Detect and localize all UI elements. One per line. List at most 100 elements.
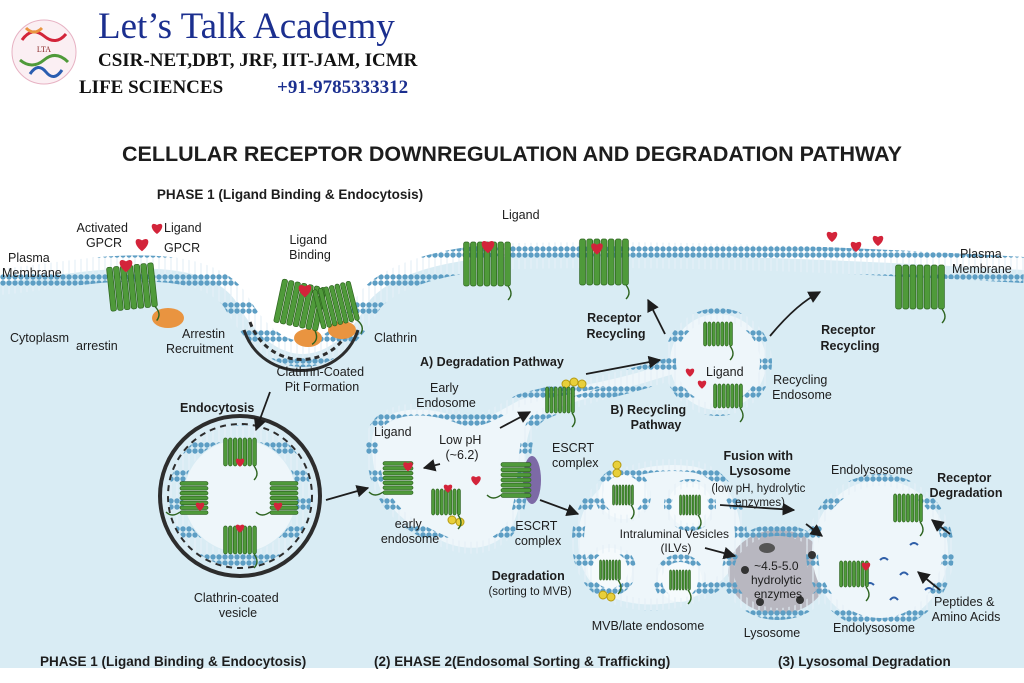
ligand-molecule [481, 240, 495, 254]
hydrolytic-enzymes [741, 543, 816, 606]
ligand-molecule [119, 259, 133, 273]
degradation-branch-arrow [499, 411, 532, 429]
ligand-molecule [135, 238, 149, 252]
escrt-to-mvb-arrow [539, 499, 580, 516]
academy-logo: LTA [11, 19, 77, 85]
gpcr-receptor [486, 462, 532, 499]
logo-protein-ribbon [24, 26, 44, 34]
plasma-membrane-label: Plasma Membrane [2, 251, 62, 280]
ligand-molecule [151, 223, 163, 234]
ligand-molecule [195, 502, 205, 511]
clathrin-pit-label: Clathrin-Coated Pit Formation [276, 365, 367, 394]
gpcr-receptor [463, 241, 512, 301]
ligand-molecule [443, 484, 453, 493]
gpcr-receptor [599, 559, 622, 595]
endocytosis-label: Endocytosis [180, 401, 254, 415]
ilv-label: Intraluminal Vesicles (ILVs) [620, 527, 733, 555]
endolysosome-bottom-label: Endolysosome [833, 621, 915, 635]
receptor-recycling-left-label: Receptor Recycling [586, 311, 645, 341]
gpcr-receptor [431, 488, 462, 530]
recycling-right-arrow [769, 291, 822, 337]
early-endosome-bottom-label: early endosome [381, 517, 439, 546]
fusion-label: Fusion with Lysosome [724, 449, 797, 478]
gpcr-receptor [895, 264, 946, 324]
peptide-fragments [865, 542, 934, 601]
gpcr-receptor [223, 525, 258, 569]
footer-phase3: (3) Lysosomal Degradation [778, 654, 951, 669]
ligand-molecule [697, 380, 707, 389]
arrestin-protein [294, 329, 322, 347]
receptor-recycling-right-label: Receptor Recycling [820, 323, 879, 353]
activated-gpcr-label: Activated GPCR [77, 221, 132, 250]
ligand-molecule [591, 243, 603, 255]
ligand-molecule [235, 458, 245, 467]
mvb-label: MVB/late endosome [592, 619, 705, 633]
degradation-sorting-label: Degradation (sorting to MVB) [488, 569, 571, 598]
clathrin-coat [158, 414, 322, 578]
recycling-up-arrow [647, 298, 666, 335]
recycling-pathway-label: B) Recycling Pathway [610, 403, 689, 432]
recycling-ligand-label: Ligand [706, 365, 744, 379]
gpcr-label: GPCR [164, 241, 200, 255]
endolysosome-top-label: Endolysosome [831, 463, 913, 477]
escrt-lower-label: ESCRT complex [515, 519, 562, 548]
lysosome-ph-label: ~4.5-5.0 hydrolytic enzymes [751, 559, 805, 601]
vesicle-membrane [169, 425, 311, 567]
gpcr-receptor [669, 569, 692, 605]
cytoplasm-label: Cytoplasm [10, 331, 69, 345]
fusion-detail-label: (low pH, hydrolytic enzymes) [711, 483, 808, 509]
lysosome-label: Lysosome [744, 626, 801, 640]
ligand-molecule [471, 476, 481, 486]
ubiquitin-chains [447, 377, 622, 602]
ligand-molecule [235, 524, 245, 533]
logo-protein-ribbon [19, 54, 70, 67]
ligand-molecule [826, 231, 838, 242]
receptor-layer [106, 238, 946, 605]
plasma-membrane-right-label: Plasma Membrane [952, 247, 1012, 276]
plasma-membrane [0, 242, 1024, 367]
receptor-degradation-label: Receptor Degradation [930, 471, 1003, 500]
logo-protein-ribbon [28, 66, 64, 78]
gpcr-receptor [255, 481, 299, 516]
surface-ligand-label: Ligand [502, 208, 540, 222]
arrestin-recruitment-label: Arrestin Recruitment [166, 327, 234, 356]
ligand-molecule [685, 368, 695, 377]
degradation-pathway-arrow [585, 355, 662, 375]
gpcr-receptor [223, 437, 258, 481]
ligand-molecule [273, 502, 283, 511]
ligand-molecule [872, 235, 884, 246]
escrt-upper-label: ESCRT complex [552, 441, 599, 470]
footer-phase1: PHASE 1 (Ligand Binding & Endocytosis) [40, 654, 306, 669]
low-ph-label: Low pH (~6.2) [439, 433, 485, 462]
logo-circle [11, 19, 77, 85]
logo-protein-ribbon [20, 30, 68, 42]
phase1-heading: PHASE 1 (Ligand Binding & Endocytosis) [157, 187, 423, 202]
ligand-release-arrow [422, 459, 441, 472]
gpcr-receptor [106, 262, 160, 322]
endosome-ligand-label: Ligand [374, 425, 412, 439]
gpcr-receptor [893, 493, 924, 537]
subject-label: LIFE SCIENCES [79, 77, 223, 98]
footer-phase2: (2) EHASE 2(Endosomal Sorting & Traffick… [374, 654, 670, 669]
ligand-molecule [861, 562, 871, 571]
clathrin-label: Clathrin [374, 331, 417, 345]
gpcr-receptor [679, 494, 702, 530]
vesicle-lumen [184, 440, 296, 552]
recycling-endosome-label: Recycling Endosome [772, 373, 832, 402]
gpcr-receptor [713, 383, 744, 423]
gpcr-receptor [165, 481, 209, 516]
ilv-to-lysosome-arrow [704, 546, 737, 560]
phone-number: +91-9785333312 [277, 77, 408, 98]
fusion-arrow [719, 502, 796, 516]
ligand-molecule [850, 241, 862, 252]
clathrin-pit-coat [242, 329, 360, 372]
clathrin-lattice [167, 423, 313, 569]
gpcr-receptor [312, 280, 363, 335]
ligand-binding-label: Ligand Binding [289, 233, 331, 262]
endolysosome-arrow [805, 523, 824, 537]
peptides-arrow [917, 571, 941, 591]
peptides-label: Peptides & Amino Acids [932, 595, 1001, 624]
diagram-title: CELLULAR RECEPTOR DOWNREGULATION AND DEG… [122, 142, 902, 166]
